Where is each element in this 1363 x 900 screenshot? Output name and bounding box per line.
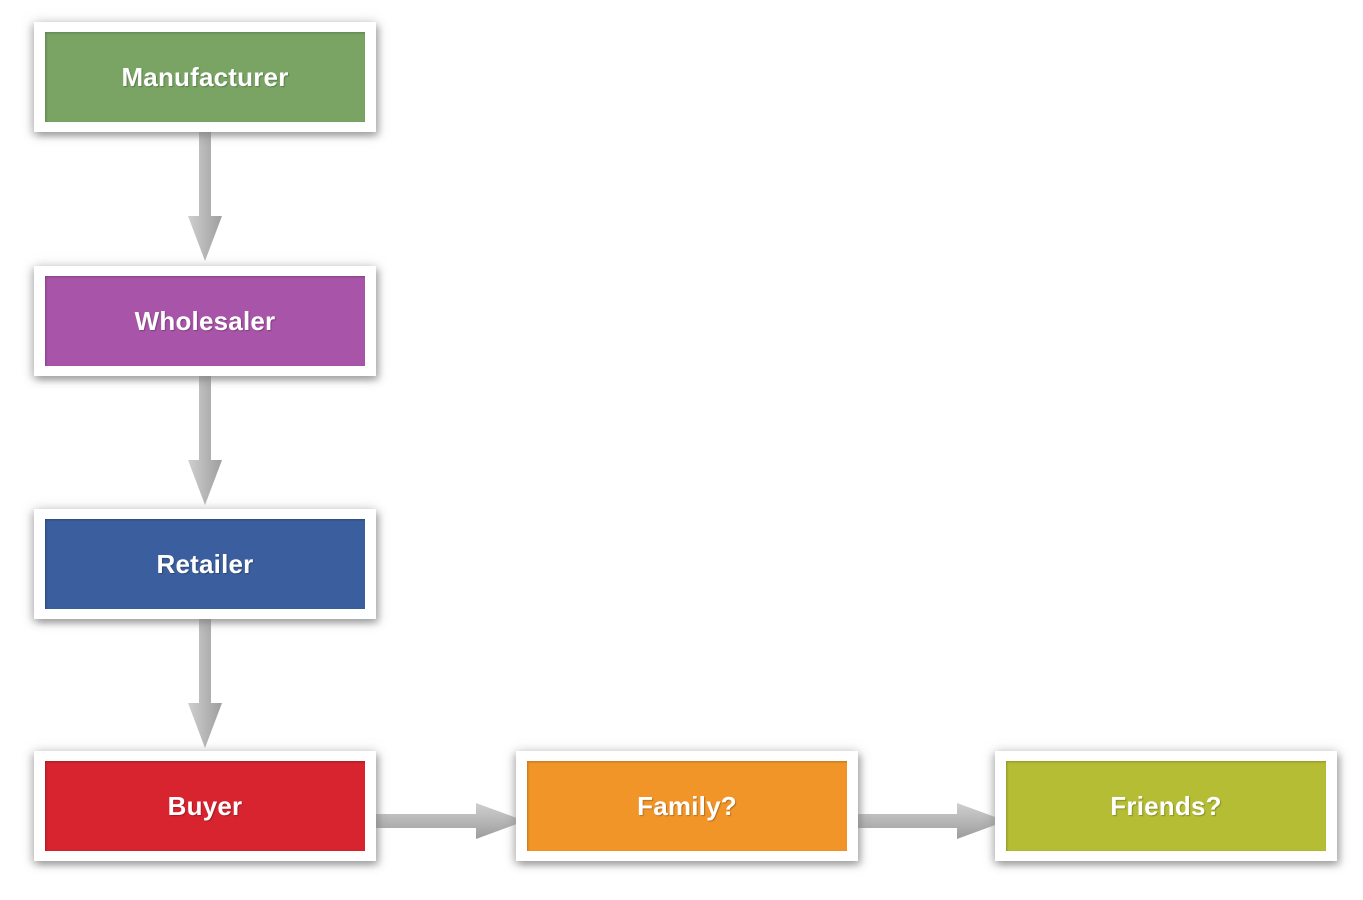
arrow-wholesaler-to-retailer <box>187 366 223 506</box>
node-friends-fill: Friends? <box>1006 761 1326 851</box>
node-wholesaler-fill: Wholesaler <box>45 276 365 366</box>
node-retailer[interactable]: Retailer <box>34 509 376 619</box>
node-retailer-fill: Retailer <box>45 519 365 609</box>
node-friends-label: Friends? <box>1110 791 1222 821</box>
node-friends[interactable]: Friends? <box>995 751 1337 861</box>
node-family-label: Family? <box>637 791 737 821</box>
node-retailer-label: Retailer <box>156 549 254 579</box>
node-wholesaler[interactable]: Wholesaler <box>34 266 376 376</box>
node-family-fill: Family? <box>527 761 847 851</box>
node-manufacturer-label: Manufacturer <box>121 62 289 92</box>
node-buyer-fill: Buyer <box>45 761 365 851</box>
node-manufacturer[interactable]: Manufacturer <box>34 22 376 132</box>
arrow-retailer-to-buyer <box>187 609 223 749</box>
node-buyer[interactable]: Buyer <box>34 751 376 861</box>
arrow-buyer-to-family <box>366 798 526 844</box>
arrow-family-to-friends <box>847 798 1007 844</box>
arrow-manufacturer-to-wholesaler <box>187 122 223 262</box>
node-buyer-label: Buyer <box>167 791 243 821</box>
node-manufacturer-fill: Manufacturer <box>45 32 365 122</box>
node-wholesaler-label: Wholesaler <box>134 306 276 336</box>
node-family[interactable]: Family? <box>516 751 858 861</box>
